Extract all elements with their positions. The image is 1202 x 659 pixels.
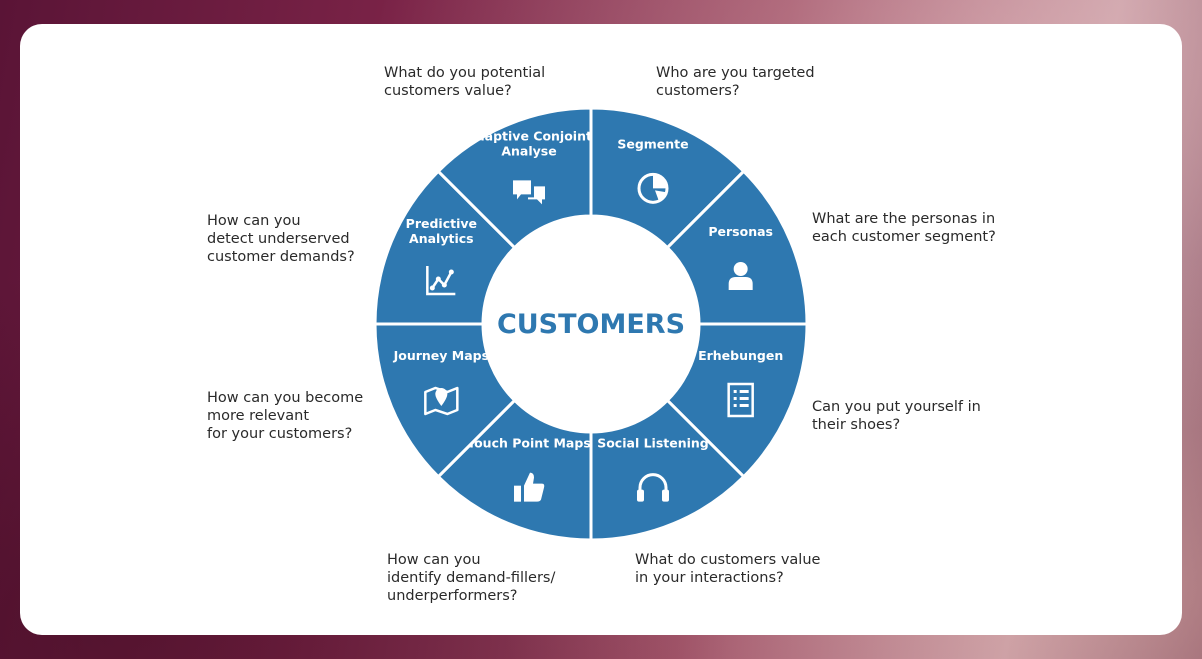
pie-chart-icon [637, 172, 669, 204]
segment-label: Touch Point Maps [467, 436, 591, 451]
map-pin-icon [424, 386, 459, 416]
segment-label: Segmente [617, 136, 688, 151]
question-top-left: What do you potential customers value? [384, 65, 546, 99]
segment-label: Erhebungen [698, 348, 783, 363]
question-bottom-right: What do customers value in your interact… [635, 552, 821, 586]
question-right-lower: Can you put yourself in their shoes? [812, 399, 981, 433]
chat-bubbles-icon [513, 180, 546, 205]
thumbs-up-icon [514, 472, 545, 502]
line-graph-icon [426, 266, 456, 296]
segment-label: Personas [708, 224, 773, 239]
question-top-right: Who are you targeted customers? [656, 65, 815, 99]
question-right-upper: What are the personas in each customer s… [812, 211, 996, 245]
segment-label: Social Listening [597, 436, 709, 451]
survey-list-icon [727, 382, 754, 418]
person-icon [728, 262, 753, 291]
question-bottom-left: How can you identify demand-fillers/ und… [387, 552, 556, 604]
question-left-lower: How can you become more relevant for you… [207, 390, 364, 442]
segment-label: Journey Maps [393, 348, 489, 363]
center-circle [483, 216, 699, 432]
segment-adaptive-conjoint-analyse [436, 106, 593, 250]
question-left-upper: How can you detect underserved customer … [207, 213, 355, 265]
center-label: CUSTOMERS [497, 309, 685, 340]
headphones-icon [636, 473, 669, 502]
